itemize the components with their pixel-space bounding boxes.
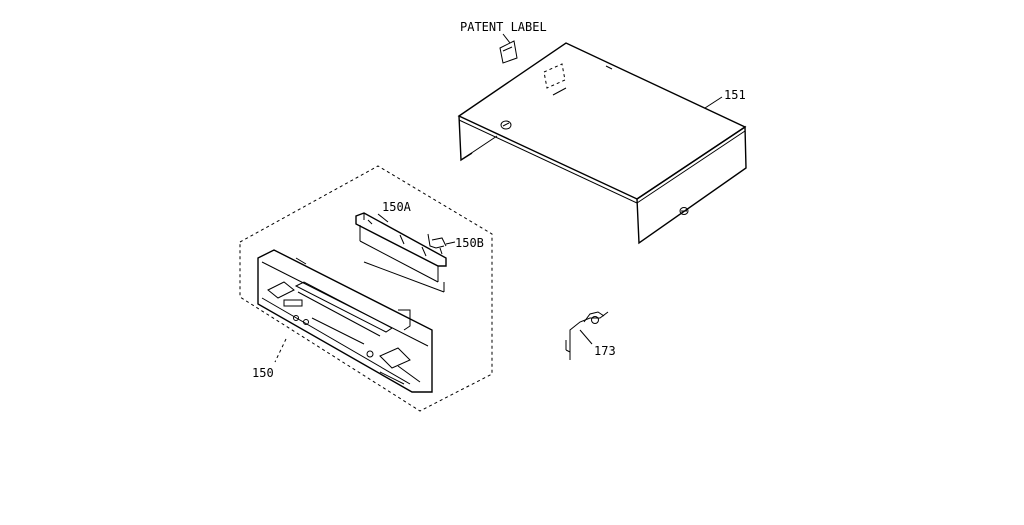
patent-label-sticker [499, 40, 518, 64]
cassette-slot [294, 281, 393, 333]
part-173-assembly: 173 [565, 311, 616, 360]
part-173-label: 173 [594, 344, 616, 358]
group-boundary [239, 165, 493, 412]
top-cover-assembly: 151 [457, 42, 747, 245]
screw-icon [679, 207, 689, 215]
button-icon [303, 319, 309, 325]
cover-part-number: 151 [724, 88, 746, 102]
patent-label-placement [543, 63, 566, 89]
patent-label-text: PATENT LABEL [460, 20, 547, 34]
front-panel-group: 150 150A 150B [239, 165, 493, 412]
part-150b-clip: 150B [427, 233, 484, 255]
patent-label-callout: PATENT LABEL [460, 20, 547, 64]
part-150b-label: 150B [455, 236, 484, 250]
front-panel-part-number: 150 [252, 366, 274, 380]
power-button-icon [366, 350, 374, 358]
part-150a-label: 150A [382, 200, 412, 214]
part-150a-bracket: 150A [355, 200, 447, 283]
top-cover [457, 42, 747, 200]
screw-icon [591, 316, 599, 324]
button-icon [293, 315, 299, 321]
screw-icon [500, 120, 512, 130]
front-panel-face [257, 249, 433, 393]
vcr-front-panel [257, 249, 433, 393]
